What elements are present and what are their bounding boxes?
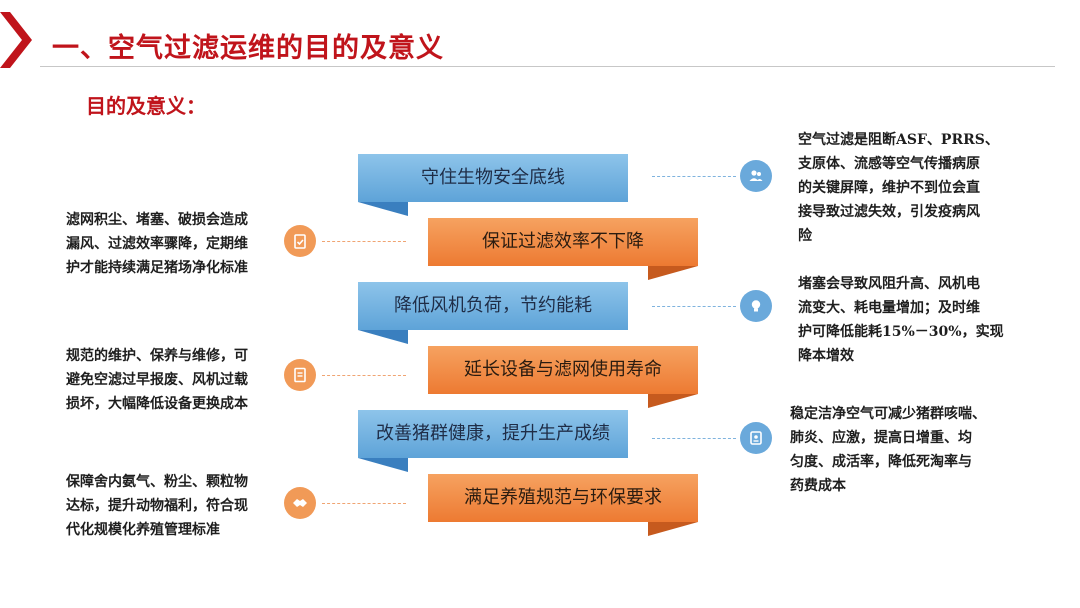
page-title: 一、空气过滤运维的目的及意义 xyxy=(52,33,444,64)
connector-line xyxy=(652,438,736,439)
ribbon-fold xyxy=(648,394,698,408)
note-line: 避免空滤过早报废、风机过载 xyxy=(66,372,248,388)
ribbon-bar-5: 改善猪群健康，提升生产成绩 xyxy=(358,410,628,458)
users-icon xyxy=(740,160,772,192)
chevron-logo-icon xyxy=(0,12,32,68)
document-icon xyxy=(284,359,316,391)
note-line: 空气过滤是阻断ASF、PRRS、 xyxy=(798,132,999,148)
section-heading: 目的及意义： xyxy=(86,94,206,118)
clipboard-check-icon xyxy=(284,225,316,257)
id-badge-icon xyxy=(740,422,772,454)
connector-line xyxy=(322,241,406,242)
lightbulb-icon xyxy=(740,290,772,322)
connector-line xyxy=(322,503,406,504)
ribbon-bar-4: 延长设备与滤网使用寿命 xyxy=(428,346,698,394)
note-line: 规范的维护、保养与维修，可 xyxy=(66,348,248,364)
note-line: 代化规模化养殖管理标准 xyxy=(66,522,220,538)
right-note-1: 空气过滤是阻断ASF、PRRS、 支原体、流感等空气传播病原 的关键屏障，维护不… xyxy=(798,128,1020,248)
left-note-1: 滤网积尘、堵塞、破损会造成 漏风、过滤效率骤降，定期维 护才能持续满足猪场净化标… xyxy=(66,208,288,280)
ribbon-bar-1: 守住生物安全底线 xyxy=(358,154,628,202)
note-line: 达标，提升动物福利，符合现 xyxy=(66,498,248,514)
handshake-icon xyxy=(284,487,316,519)
ribbon-bar-label: 降低风机负荷，节约能耗 xyxy=(394,295,592,316)
ribbon-bar-label: 满足养殖规范与环保要求 xyxy=(464,487,662,508)
note-line: 护可降低能耗15%－30%，实现 xyxy=(798,324,1004,340)
note-line: 的关键屏障，维护不到位会直 xyxy=(798,180,980,196)
left-note-2: 规范的维护、保养与维修，可 避免空滤过早报废、风机过载 损坏，大幅降低设备更换成… xyxy=(66,344,288,416)
ribbon-bar-label: 守住生物安全底线 xyxy=(421,167,565,188)
ribbon-fold xyxy=(648,266,698,280)
note-line: 稳定洁净空气可减少猪群咳喘、 xyxy=(790,406,986,422)
note-line: 滤网积尘、堵塞、破损会造成 xyxy=(66,212,248,228)
connector-line xyxy=(322,375,406,376)
ribbon-bar-2: 保证过滤效率不下降 xyxy=(428,218,698,266)
note-line: 堵塞会导致风阻升高、风机电 xyxy=(798,276,980,292)
connector-line xyxy=(652,306,736,307)
connector-line xyxy=(652,176,736,177)
right-note-3: 稳定洁净空气可减少猪群咳喘、 肺炎、应激，提高日增重、均 匀度、成活率，降低死淘… xyxy=(790,402,1030,498)
note-line: 护才能持续满足猪场净化标准 xyxy=(66,260,248,276)
note-line: 流变大、耗电量增加；及时维 xyxy=(798,300,980,316)
ribbon-fold xyxy=(648,522,698,536)
left-note-3: 保障舍内氨气、粉尘、颗粒物 达标，提升动物福利，符合现 代化规模化养殖管理标准 xyxy=(66,470,288,542)
note-line: 降本增效 xyxy=(798,348,854,364)
note-line: 支原体、流感等空气传播病原 xyxy=(798,156,980,172)
ribbon-fold xyxy=(358,202,408,216)
note-line: 保障舍内氨气、粉尘、颗粒物 xyxy=(66,474,248,490)
title-divider xyxy=(40,66,1055,67)
ribbon-bar-label: 保证过滤效率不下降 xyxy=(482,231,644,252)
ribbon-bar-label: 改善猪群健康，提升生产成绩 xyxy=(376,423,610,444)
note-line: 险 xyxy=(798,228,812,244)
ribbon-fold xyxy=(358,330,408,344)
ribbon-bar-6: 满足养殖规范与环保要求 xyxy=(428,474,698,522)
ribbon-bar-3: 降低风机负荷，节约能耗 xyxy=(358,282,628,330)
note-line: 药费成本 xyxy=(790,478,846,494)
note-line: 接导致过滤失效，引发疫病风 xyxy=(798,204,980,220)
ribbon-fold xyxy=(358,458,408,472)
right-note-2: 堵塞会导致风阻升高、风机电 流变大、耗电量增加；及时维 护可降低能耗15%－30… xyxy=(798,272,1020,368)
note-line: 漏风、过滤效率骤降，定期维 xyxy=(66,236,248,252)
note-line: 肺炎、应激，提高日增重、均 xyxy=(790,430,972,446)
note-line: 匀度、成活率，降低死淘率与 xyxy=(790,454,972,470)
note-line: 损坏，大幅降低设备更换成本 xyxy=(66,396,248,412)
ribbon-bar-label: 延长设备与滤网使用寿命 xyxy=(464,359,662,380)
